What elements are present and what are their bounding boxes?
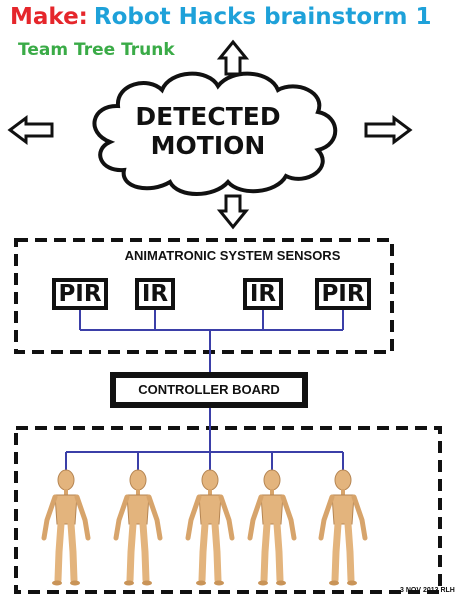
- credit-note: 3 NOV 2013 RLH: [400, 587, 455, 594]
- cloud-label-line2: MOTION: [150, 131, 266, 160]
- sensor-ir-right: IR: [243, 278, 283, 310]
- mannequin-figure-icon: [44, 470, 88, 586]
- sensor-pir-right: PIR: [315, 278, 371, 310]
- figures-group-box: [14, 426, 442, 594]
- mannequin-figure-icon: [188, 470, 232, 586]
- sensor-ir-left: IR: [135, 278, 175, 310]
- title-prefix: Make:: [10, 4, 88, 30]
- sensor-wiring: [79, 310, 344, 372]
- controller-board: CONTROLLER BOARD: [110, 372, 308, 408]
- cloud-shape: [92, 71, 338, 196]
- sensor-pir-left: PIR: [52, 278, 108, 310]
- title-main: Robot Hacks brainstorm 1: [93, 4, 432, 30]
- mannequin-row: [44, 470, 365, 586]
- figure-wiring: [65, 408, 344, 470]
- sensor-group-label: ANIMATRONIC SYSTEM SENSORS: [124, 248, 341, 263]
- diagram-title: Make:Robot Hacks brainstorm 1: [10, 4, 431, 30]
- sensor-group-box: [14, 238, 394, 354]
- subtitle: Team Tree Trunk: [18, 40, 175, 60]
- right-arrow-icon: [364, 115, 413, 145]
- down-arrow-icon: [216, 194, 250, 230]
- mannequin-figure-icon: [116, 470, 160, 586]
- mannequin-figure-icon: [321, 470, 365, 586]
- up-arrow-icon: [216, 39, 250, 76]
- mannequin-figure-icon: [250, 470, 294, 586]
- cloud-label-line1: DETECTED: [135, 102, 281, 131]
- cloud-label: DETECTED MOTION: [128, 102, 288, 160]
- left-arrow-icon: [7, 115, 54, 145]
